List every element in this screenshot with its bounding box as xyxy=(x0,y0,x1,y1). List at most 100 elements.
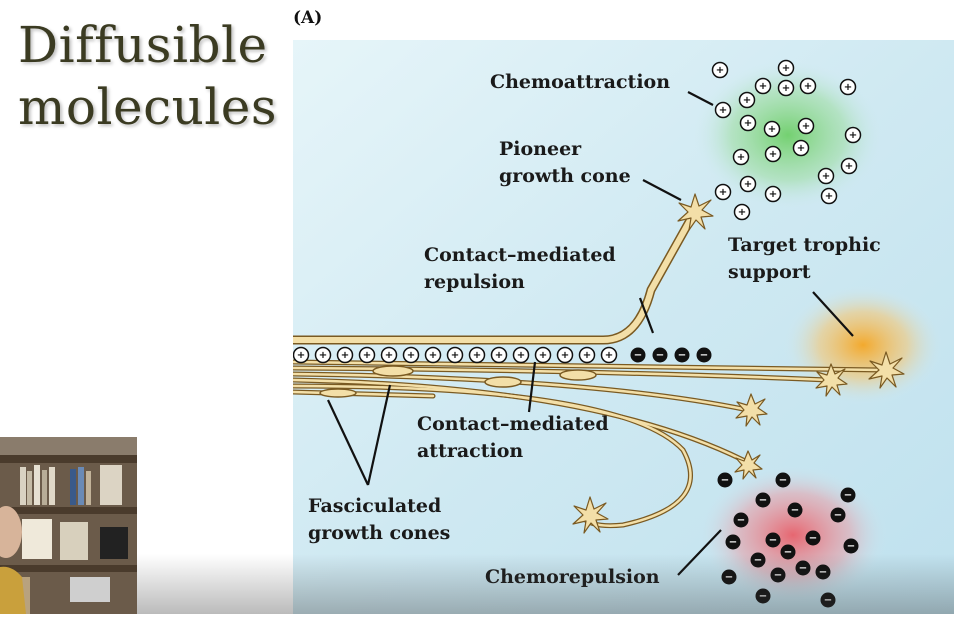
webcam-image xyxy=(0,437,137,614)
svg-text:−: − xyxy=(656,350,664,361)
svg-text:−: − xyxy=(819,567,827,578)
minus-molecule: − xyxy=(840,487,856,503)
svg-text:−: − xyxy=(678,350,686,361)
repelled-growth-cone xyxy=(572,496,609,534)
diagram-svg: +++++++++++++++ −−−− +++++++++++++++++++… xyxy=(288,40,954,614)
svg-text:+: + xyxy=(845,161,853,172)
svg-text:−: − xyxy=(844,490,852,501)
plus-molecule: + xyxy=(839,78,857,96)
svg-text:−: − xyxy=(791,505,799,516)
svg-text:−: − xyxy=(700,350,708,361)
target-growth-cone-2 xyxy=(815,363,848,397)
svg-text:+: + xyxy=(429,350,437,361)
svg-text:+: + xyxy=(583,350,591,361)
plus-molecule: + xyxy=(739,114,757,132)
plus-molecule: + xyxy=(358,346,376,364)
plus-molecule: + xyxy=(711,61,729,79)
chemorepellent-molecules: −−−−−−−−−−−−−−−−−−− xyxy=(717,472,859,608)
minus-molecule: − xyxy=(780,544,796,560)
leader-lines xyxy=(327,91,854,576)
growth-cone-3 xyxy=(735,393,768,427)
minus-molecule: − xyxy=(733,512,749,528)
plus-molecule: + xyxy=(844,126,862,144)
plus-molecule: + xyxy=(380,346,398,364)
plus-molecule: + xyxy=(446,346,464,364)
presenter-webcam xyxy=(0,437,137,614)
svg-text:−: − xyxy=(834,510,842,521)
contact-repulsion-molecules: −−−− xyxy=(630,347,712,363)
axon-guidance-diagram: +++++++++++++++ −−−− +++++++++++++++++++… xyxy=(288,40,954,614)
plus-molecule: + xyxy=(764,145,782,163)
minus-molecule: − xyxy=(795,560,811,576)
svg-text:−: − xyxy=(721,475,729,486)
label-cma-line1: Contact–mediated xyxy=(417,413,609,435)
svg-text:+: + xyxy=(744,118,752,129)
minus-molecule: − xyxy=(830,507,846,523)
minus-molecule: − xyxy=(717,472,733,488)
svg-text:+: + xyxy=(822,171,830,182)
svg-text:+: + xyxy=(561,350,569,361)
svg-text:+: + xyxy=(719,187,727,198)
svg-text:+: + xyxy=(451,350,459,361)
label-contact-mediated-repulsion: Contact–mediated repulsion xyxy=(424,242,616,296)
fasciculated-cone-2 xyxy=(372,365,414,377)
svg-text:+: + xyxy=(743,95,751,106)
plus-molecule: + xyxy=(739,175,757,193)
svg-text:−: − xyxy=(799,563,807,574)
svg-text:+: + xyxy=(407,350,415,361)
svg-text:+: + xyxy=(737,152,745,163)
plus-molecule: + xyxy=(556,346,574,364)
plus-molecule: + xyxy=(797,117,815,135)
minus-molecule: − xyxy=(652,347,668,363)
plus-molecule: + xyxy=(714,183,732,201)
plus-molecule: + xyxy=(820,187,838,205)
plus-molecule: + xyxy=(764,185,782,203)
minus-molecule: − xyxy=(696,347,712,363)
svg-text:+: + xyxy=(804,81,812,92)
label-target-line2: support xyxy=(728,261,811,283)
plus-molecule: + xyxy=(292,346,310,364)
minus-molecule: − xyxy=(721,569,737,585)
minus-molecule: − xyxy=(805,530,821,546)
minus-molecule: − xyxy=(765,532,781,548)
growth-cone-4 xyxy=(734,450,763,480)
svg-text:+: + xyxy=(341,350,349,361)
svg-text:−: − xyxy=(634,350,642,361)
plus-molecule: + xyxy=(817,167,835,185)
label-cmr-line1: Contact–mediated xyxy=(424,244,616,266)
plus-molecule: + xyxy=(534,346,552,364)
title-line-2: molecules xyxy=(18,78,278,136)
label-fasciculated-growth-cones: Fasciculated growth cones xyxy=(308,493,450,547)
svg-text:+: + xyxy=(759,81,767,92)
plus-molecule: + xyxy=(792,139,810,157)
minus-molecule: − xyxy=(755,588,771,604)
fasciculated-cone-3 xyxy=(484,376,522,388)
plus-molecule: + xyxy=(714,101,732,119)
label-pioneer-growth-cone: Pioneer growth cone xyxy=(499,136,631,190)
svg-text:−: − xyxy=(847,541,855,552)
minus-molecule: − xyxy=(755,492,771,508)
label-pioneer-line2: growth cone xyxy=(499,165,631,187)
svg-text:+: + xyxy=(782,83,790,94)
svg-text:+: + xyxy=(782,63,790,74)
minus-molecule: − xyxy=(674,347,690,363)
minus-molecule: − xyxy=(725,534,741,550)
contact-attraction-molecules: +++++++++++++++ xyxy=(292,346,618,364)
minus-molecule: − xyxy=(843,538,859,554)
plus-molecule: + xyxy=(578,346,596,364)
svg-text:+: + xyxy=(744,179,752,190)
svg-text:+: + xyxy=(385,350,393,361)
svg-text:+: + xyxy=(849,130,857,141)
svg-text:−: − xyxy=(774,570,782,581)
svg-text:+: + xyxy=(768,124,776,135)
svg-text:+: + xyxy=(769,189,777,200)
plus-molecule: + xyxy=(738,91,756,109)
plus-molecule: + xyxy=(754,77,772,95)
plus-molecule: + xyxy=(732,148,750,166)
plus-molecule: + xyxy=(840,157,858,175)
svg-text:+: + xyxy=(473,350,481,361)
svg-text:−: − xyxy=(729,537,737,548)
svg-text:+: + xyxy=(297,350,305,361)
plus-molecule: + xyxy=(424,346,442,364)
svg-text:+: + xyxy=(802,121,810,132)
